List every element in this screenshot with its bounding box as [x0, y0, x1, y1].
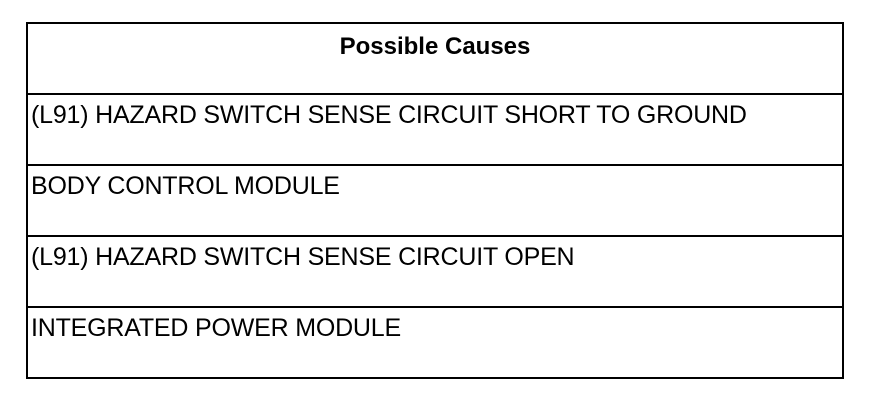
table-row: (L91) HAZARD SWITCH SENSE CIRCUIT SHORT … [26, 93, 844, 166]
cause-cell: (L91) HAZARD SWITCH SENSE CIRCUIT SHORT … [26, 93, 844, 166]
table-body: (L91) HAZARD SWITCH SENSE CIRCUIT SHORT … [26, 93, 844, 379]
table-row: BODY CONTROL MODULE [26, 164, 844, 237]
table-row: (L91) HAZARD SWITCH SENSE CIRCUIT OPEN [26, 235, 844, 308]
table-head: Possible Causes [26, 22, 844, 95]
table-row: INTEGRATED POWER MODULE [26, 306, 844, 379]
header-possible-causes: Possible Causes [26, 22, 844, 95]
cause-cell: BODY CONTROL MODULE [26, 164, 844, 237]
header-row: Possible Causes [26, 22, 844, 95]
cause-cell: INTEGRATED POWER MODULE [26, 306, 844, 379]
cause-cell: (L91) HAZARD SWITCH SENSE CIRCUIT OPEN [26, 235, 844, 308]
possible-causes-table: Possible Causes (L91) HAZARD SWITCH SENS… [26, 22, 844, 379]
